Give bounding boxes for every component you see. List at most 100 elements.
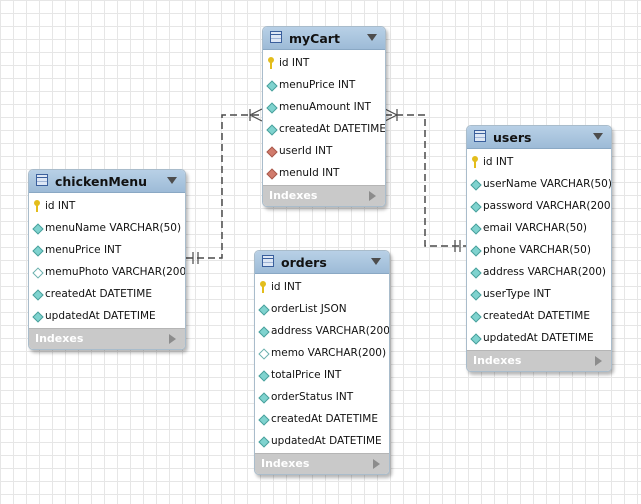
- column-diamond-icon: [258, 304, 270, 316]
- foreign-key-diamond-icon: [266, 146, 278, 158]
- column-diamond-icon: [470, 333, 482, 345]
- column-row[interactable]: createdAt DATETIME: [255, 409, 389, 431]
- indexes-label: Indexes: [269, 189, 318, 202]
- column-row[interactable]: userName VARCHAR(50): [467, 174, 611, 196]
- relationship-users-mycart: [385, 114, 466, 247]
- table-icon: [474, 130, 486, 142]
- column-diamond-icon: [266, 124, 278, 136]
- column-row[interactable]: id INT: [29, 196, 185, 218]
- table-icon: [36, 174, 48, 186]
- many-marker-mycart-left: [249, 108, 263, 122]
- column-row[interactable]: address VARCHAR(200): [255, 321, 389, 343]
- column-row[interactable]: updatedAt DATETIME: [467, 328, 611, 350]
- column-diamond-icon: [258, 326, 270, 338]
- column-row[interactable]: menuId INT: [263, 163, 385, 185]
- indexes-section[interactable]: Indexes: [29, 328, 185, 349]
- expand-arrow-icon[interactable]: [373, 459, 380, 469]
- column-row[interactable]: createdAt DATETIME: [467, 306, 611, 328]
- column-diamond-icon: [470, 245, 482, 257]
- column-row[interactable]: address VARCHAR(200): [467, 262, 611, 284]
- expand-arrow-icon[interactable]: [595, 356, 602, 366]
- column-label: memuPhoto VARCHAR(200): [45, 266, 186, 278]
- column-row[interactable]: orderStatus INT: [255, 387, 389, 409]
- column-diamond-icon: [32, 245, 44, 257]
- expand-arrow-icon[interactable]: [369, 191, 376, 201]
- column-row[interactable]: orderList JSON: [255, 299, 389, 321]
- column-list: id INT orderList JSON address VARCHAR(200)…: [255, 274, 389, 453]
- relationship-chickenmenu-mycart: [186, 114, 262, 259]
- column-label: updatedAt DATETIME: [483, 332, 594, 344]
- entity-title: users: [493, 130, 532, 145]
- entity-title: chickenMenu: [55, 174, 148, 189]
- entity-title: orders: [281, 255, 327, 270]
- column-label: email VARCHAR(50): [483, 222, 588, 234]
- column-diamond-icon: [258, 370, 270, 382]
- column-row[interactable]: createdAt DATETIME: [263, 119, 385, 141]
- column-label: id INT: [271, 281, 302, 293]
- many-marker-mycart-right: [384, 108, 398, 122]
- column-diamond-icon: [266, 80, 278, 92]
- column-row[interactable]: updatedAt DATETIME: [29, 306, 185, 328]
- column-diamond-icon: [258, 414, 270, 426]
- column-list: id INT userName VARCHAR(50) password VARCH…: [467, 149, 611, 350]
- column-label: phone VARCHAR(50): [483, 244, 591, 256]
- one-marker-users: [454, 240, 461, 252]
- column-row[interactable]: createdAt DATETIME: [29, 284, 185, 306]
- column-row[interactable]: menuAmount INT: [263, 97, 385, 119]
- column-label: address VARCHAR(200): [483, 266, 606, 278]
- column-row[interactable]: memo VARCHAR(200): [255, 343, 389, 365]
- column-row[interactable]: id INT: [263, 53, 385, 75]
- column-diamond-icon: [470, 223, 482, 235]
- column-label: userName VARCHAR(50): [483, 178, 612, 190]
- column-row[interactable]: id INT: [467, 152, 611, 174]
- expand-arrow-icon[interactable]: [169, 334, 176, 344]
- indexes-section[interactable]: Indexes: [467, 350, 611, 371]
- entity-orders[interactable]: orders id INT orderList JSON address VARCH…: [254, 250, 390, 475]
- primary-key-icon: [34, 200, 40, 213]
- table-icon: [262, 255, 274, 267]
- collapse-arrow-icon[interactable]: [167, 177, 177, 184]
- column-row[interactable]: menuPrice INT: [263, 75, 385, 97]
- indexes-label: Indexes: [261, 457, 310, 470]
- column-label: address VARCHAR(200): [271, 325, 390, 337]
- foreign-key-diamond-icon: [266, 168, 278, 180]
- indexes-section[interactable]: Indexes: [255, 453, 389, 474]
- column-row[interactable]: userId INT: [263, 141, 385, 163]
- column-row[interactable]: userType INT: [467, 284, 611, 306]
- collapse-arrow-icon[interactable]: [367, 34, 377, 41]
- column-label: memo VARCHAR(200): [271, 347, 387, 359]
- column-row[interactable]: email VARCHAR(50): [467, 218, 611, 240]
- column-row[interactable]: memuPhoto VARCHAR(200): [29, 262, 185, 284]
- entity-mycart[interactable]: myCart id INT menuPrice INT menuAmount INT…: [262, 26, 386, 207]
- column-diamond-icon: [470, 289, 482, 301]
- column-label: password VARCHAR(200): [483, 200, 612, 212]
- column-row[interactable]: totalPrice INT: [255, 365, 389, 387]
- table-icon: [270, 31, 282, 43]
- column-row[interactable]: phone VARCHAR(50): [467, 240, 611, 262]
- collapse-arrow-icon[interactable]: [593, 133, 603, 140]
- entity-header[interactable]: orders: [255, 251, 389, 274]
- column-label: menuAmount INT: [279, 101, 371, 113]
- primary-key-icon: [472, 156, 478, 169]
- indexes-label: Indexes: [35, 332, 84, 345]
- column-row[interactable]: menuName VARCHAR(50): [29, 218, 185, 240]
- one-marker-chickenmenu: [192, 252, 199, 264]
- entity-header[interactable]: chickenMenu: [29, 170, 185, 193]
- column-diamond-icon: [258, 392, 270, 404]
- column-label: createdAt DATETIME: [483, 310, 590, 322]
- indexes-section[interactable]: Indexes: [263, 185, 385, 206]
- entity-users[interactable]: users id INT userName VARCHAR(50) password…: [466, 125, 612, 372]
- collapse-arrow-icon[interactable]: [371, 258, 381, 265]
- entity-header[interactable]: myCart: [263, 27, 385, 50]
- column-row[interactable]: updatedAt DATETIME: [255, 431, 389, 453]
- column-row[interactable]: menuPrice INT: [29, 240, 185, 262]
- column-diamond-icon: [266, 102, 278, 114]
- column-row[interactable]: password VARCHAR(200): [467, 196, 611, 218]
- column-label: id INT: [279, 57, 310, 69]
- column-row[interactable]: id INT: [255, 277, 389, 299]
- entity-header[interactable]: users: [467, 126, 611, 149]
- column-list: id INT menuPrice INT menuAmount INT created…: [263, 50, 385, 185]
